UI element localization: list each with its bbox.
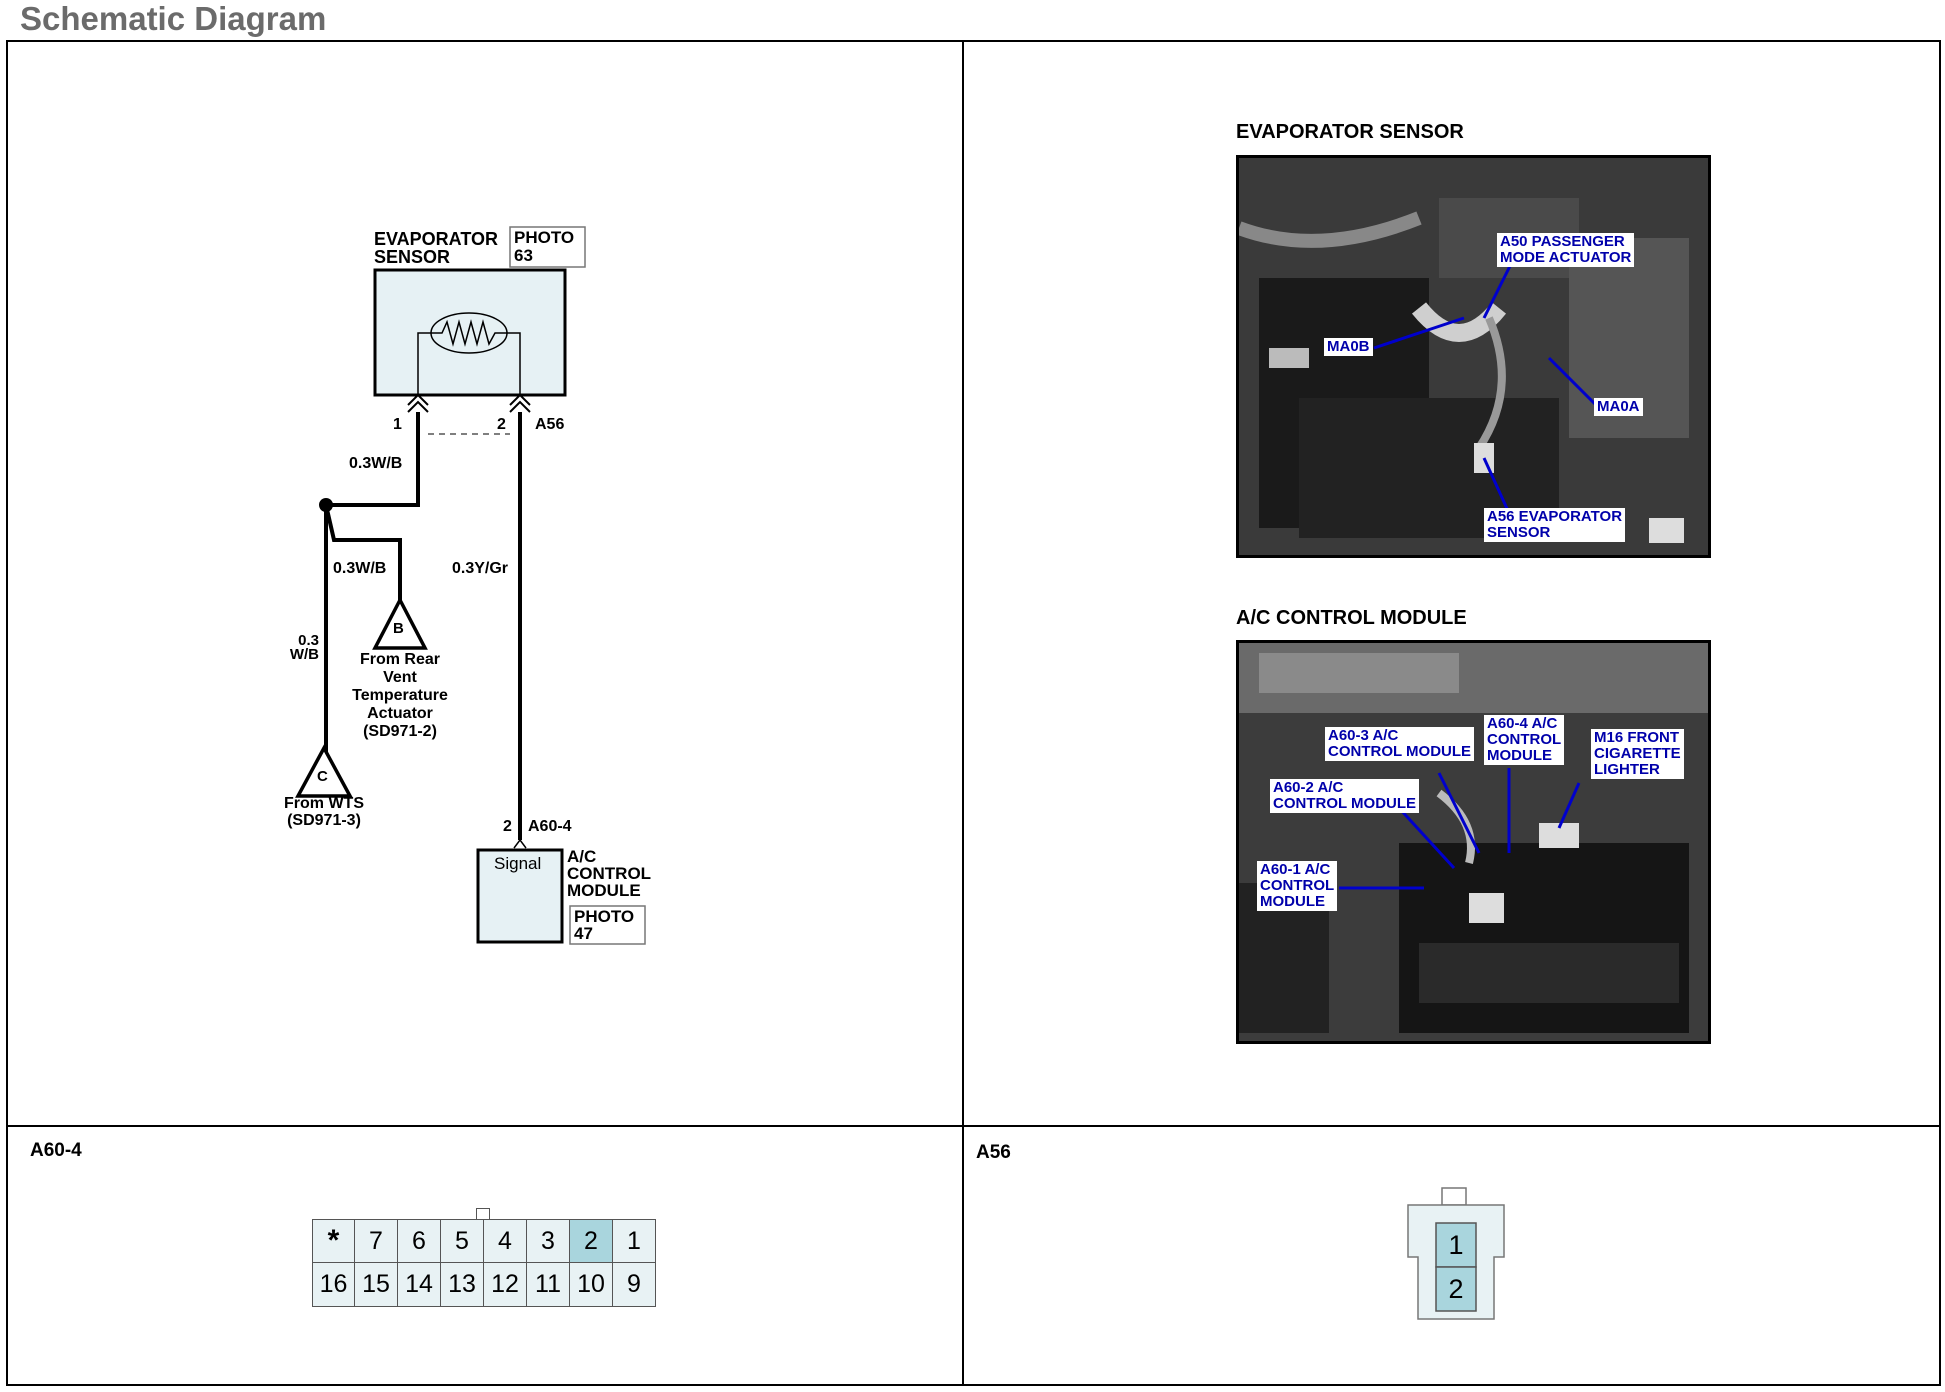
module-connector-label: A60-4 bbox=[528, 818, 572, 835]
tag-ma0b: MA0B bbox=[1324, 338, 1373, 356]
wire-wb-branch-label: 0.3W/B bbox=[333, 560, 387, 577]
pin-cell: 9 bbox=[613, 1263, 656, 1307]
connector-a56-label: A56 bbox=[535, 416, 565, 433]
evap-photo-shapes bbox=[1239, 158, 1708, 555]
pin-cell: 5 bbox=[441, 1220, 484, 1263]
triangle-b-letter: B bbox=[393, 620, 404, 637]
pin-cell: 11 bbox=[527, 1263, 570, 1307]
pin-cell: 4 bbox=[484, 1220, 527, 1263]
wire-wb bbox=[324, 412, 420, 755]
pin-cell: 3 bbox=[527, 1220, 570, 1263]
pin-cell: 13 bbox=[441, 1263, 484, 1307]
module-signal-label: Signal bbox=[494, 854, 542, 873]
connector-a60-4-label: A60-4 bbox=[30, 1140, 82, 1161]
module-photo-ref-box bbox=[569, 905, 646, 945]
connector-a60-4: * 7 6 5 4 3 2 1 16 15 14 13 12 11 10 9 bbox=[312, 1219, 656, 1307]
pin1-chevron bbox=[407, 393, 429, 406]
vertical-divider bbox=[962, 40, 964, 1386]
module-name-label: A/C CONTROL MODULE bbox=[567, 847, 652, 900]
evap-sensor-label: EVAPORATOR SENSOR bbox=[374, 229, 499, 267]
connector-a56-section-label: A56 bbox=[976, 1142, 1011, 1163]
module-photo-ref: PHOTO 47 bbox=[574, 907, 635, 943]
connector-a60-4-key bbox=[476, 1208, 490, 1220]
ac-module-photo: A60-3 A/C CONTROL MODULE A60-4 A/C CONTR… bbox=[1236, 640, 1711, 1044]
pin-cell: 10 bbox=[570, 1263, 613, 1307]
pin-cell-highlighted: 2 bbox=[570, 1220, 613, 1263]
page-title: Schematic Diagram bbox=[20, 0, 327, 37]
wire-wb-branch bbox=[324, 504, 402, 600]
tag-m16: M16 FRONT CIGARETTE LIGHTER bbox=[1591, 729, 1684, 779]
tag-a60-1: A60-1 A/C CONTROL MODULE bbox=[1257, 861, 1338, 911]
tag-a60-4: A60-4 A/C CONTROL MODULE bbox=[1484, 715, 1565, 765]
pin2-chevron bbox=[509, 393, 531, 406]
evap-sensor-box bbox=[373, 268, 567, 397]
ac-module-box bbox=[476, 848, 564, 944]
tag-a56-evaporator-sensor: A56 EVAPORATOR SENSOR bbox=[1484, 508, 1626, 542]
triangle-c-text: From WTS (SD971-3) bbox=[284, 795, 364, 829]
pin2-label: 2 bbox=[497, 416, 506, 433]
pin-cell: * bbox=[313, 1220, 355, 1263]
connector-a56-shape bbox=[1407, 1187, 1505, 1320]
pin-cell: 14 bbox=[398, 1263, 441, 1307]
triangle-b bbox=[372, 596, 428, 650]
tag-a50-passenger-mode-actuator: A50 PASSENGER MODE ACTUATOR bbox=[1497, 233, 1635, 267]
evap-sensor-photo: A50 PASSENGER MODE ACTUATOR MA0B MA0A A5… bbox=[1236, 155, 1711, 558]
pin-cell: 15 bbox=[355, 1263, 398, 1307]
module-pin-label: 2 bbox=[503, 818, 512, 835]
triangle-c-letter: C bbox=[317, 768, 328, 785]
outer-frame bbox=[6, 40, 1941, 1386]
a56-pin-2: 2 bbox=[1448, 1273, 1464, 1304]
wire-ygr-label: 0.3Y/Gr bbox=[452, 560, 509, 577]
pin-cell: 7 bbox=[355, 1220, 398, 1263]
evap-photo-ref-box bbox=[509, 226, 586, 268]
pin-cell: 1 bbox=[613, 1220, 656, 1263]
pin-cell: 6 bbox=[398, 1220, 441, 1263]
tag-ma0a: MA0A bbox=[1594, 398, 1643, 416]
ac-photo-shapes bbox=[1239, 643, 1708, 1041]
horizontal-divider bbox=[6, 1125, 1941, 1127]
evap-photo-title: EVAPORATOR SENSOR bbox=[1236, 121, 1464, 143]
schematic-wiring bbox=[295, 226, 646, 945]
evap-photo-ref: PHOTO 63 bbox=[514, 228, 575, 265]
pin-cell: 12 bbox=[484, 1263, 527, 1307]
pin1-label: 1 bbox=[393, 416, 402, 433]
wire-wb-label: 0.3W/B bbox=[349, 455, 403, 472]
ac-photo-title: A/C CONTROL MODULE bbox=[1236, 607, 1467, 629]
tag-a60-2: A60-2 A/C CONTROL MODULE bbox=[1270, 779, 1420, 813]
triangle-b-text: From Rear Vent Temperature Actuator (SD9… bbox=[352, 651, 448, 740]
wire-left-label: 0.3 W/B bbox=[289, 632, 319, 663]
triangle-c bbox=[295, 744, 353, 798]
tag-a60-3: A60-3 A/C CONTROL MODULE bbox=[1325, 727, 1475, 761]
pin-cell: 16 bbox=[313, 1263, 355, 1307]
a56-pin-1: 1 bbox=[1448, 1229, 1464, 1260]
